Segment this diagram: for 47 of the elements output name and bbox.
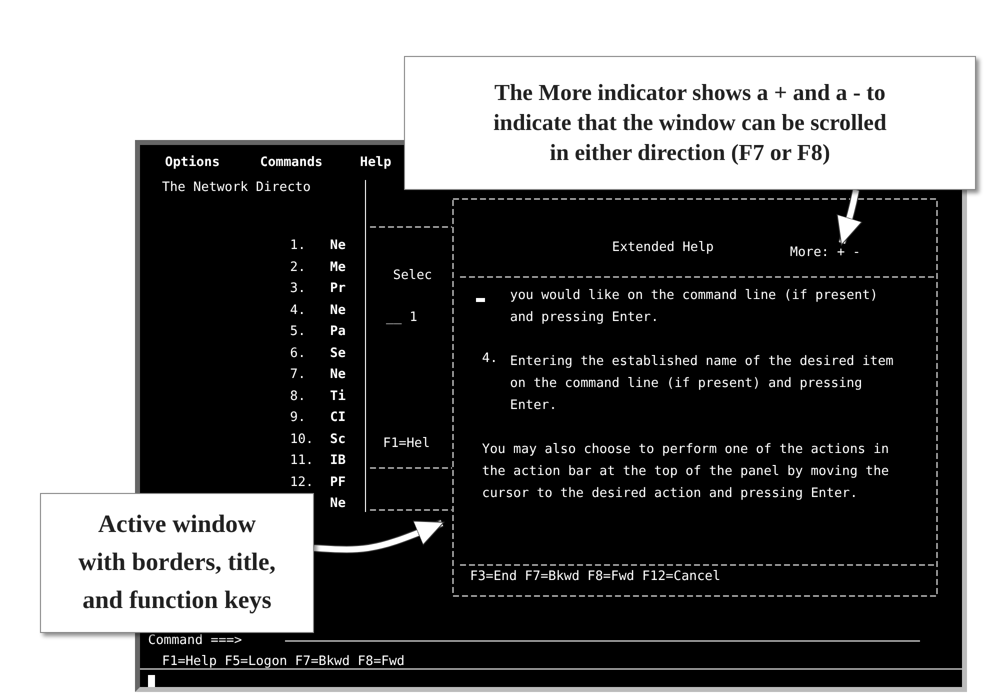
list-item: Ne xyxy=(330,302,346,318)
list-number: 4. xyxy=(290,302,306,318)
menu-item: Commands xyxy=(260,155,323,171)
list-number: 5. xyxy=(290,324,306,340)
list-number: 12. xyxy=(290,474,314,490)
list-number: 1. xyxy=(290,238,306,254)
help-paragraph: you would like on the command line (if present) and pressing Enter. xyxy=(510,287,879,327)
function-key-list: F1=Hel xyxy=(383,436,430,452)
list-item: CI xyxy=(330,410,346,426)
list-number: 11. xyxy=(290,453,314,469)
panel-text: __ 1 xyxy=(386,310,418,326)
help-paragraph: Entering the established name of the desired item on the command line (if present) and pressing Enter. xyxy=(510,353,895,415)
arrow xyxy=(314,519,444,554)
list-item: Ne xyxy=(330,496,346,512)
more-indicator-text: More: + - xyxy=(790,245,860,261)
list-number: 8. xyxy=(290,388,306,404)
list-item: Ti xyxy=(330,388,346,404)
list-number: 4. xyxy=(482,351,498,367)
callout-text: The More indicator shows a + and a - to indicate that the window can be scrolled in either direction (F7 or F8) xyxy=(492,79,888,167)
list-item: PF xyxy=(330,474,346,490)
list-item: Se xyxy=(330,346,346,362)
function-key-list: F3=End F7=Bkwd F8=Fwd F12=Cancel xyxy=(470,569,720,585)
callout-box xyxy=(40,493,314,633)
list-number: 9. xyxy=(290,410,306,426)
window-title: Extended Help xyxy=(612,240,714,256)
list-item: Ne xyxy=(330,367,346,383)
function-key-list: F1=Help F5=Logon F7=Bkwd F8=Fwd xyxy=(162,654,405,670)
arrow xyxy=(836,189,862,246)
list-number: 7. xyxy=(290,367,306,383)
help-paragraph: You may also choose to perform one of the actions in the action bar at the top of the panel by moving the cursor to the desired action and pressing Enter. xyxy=(482,441,890,503)
menu-item: Options xyxy=(165,155,220,171)
list-number: 2. xyxy=(290,260,306,276)
callout-box xyxy=(404,56,976,190)
command-prompt: Command ===> xyxy=(148,633,242,649)
menu-item: Help xyxy=(360,155,392,171)
list-item: Ne xyxy=(330,238,346,254)
screen-title: The Network Directo xyxy=(162,180,311,196)
list-item: Sc xyxy=(330,432,346,448)
list-item: Me xyxy=(330,260,346,276)
list-number: 3. xyxy=(290,281,306,297)
callout-text: Active window with borders, title, and function keys xyxy=(77,510,277,616)
list-item: Pr xyxy=(330,281,346,297)
list-item: IB xyxy=(330,453,346,469)
panel-text: Selec xyxy=(393,268,432,284)
list-number: 6. xyxy=(290,346,306,362)
list-item: Pa xyxy=(330,324,346,340)
list-number: 10. xyxy=(290,432,314,448)
